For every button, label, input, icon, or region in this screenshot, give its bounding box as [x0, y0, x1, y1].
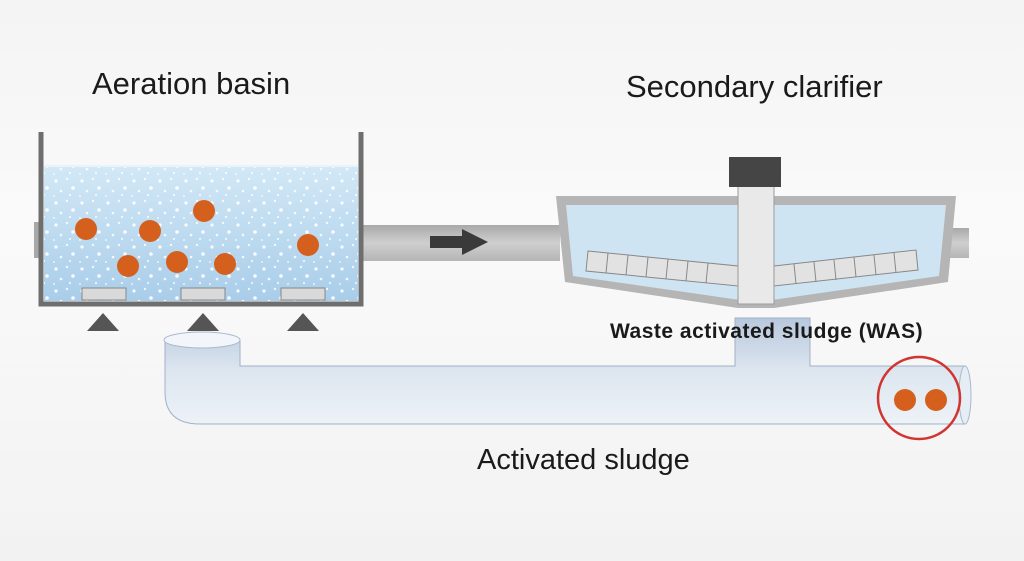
was-highlight: [876, 355, 962, 441]
sludge-floc: [117, 255, 139, 277]
highlight-circle: [876, 355, 962, 441]
secondary-clarifier-label: Secondary clarifier: [626, 69, 883, 104]
center-shaft: [737, 185, 775, 305]
secondary-clarifier: [556, 157, 956, 308]
scraper-arm-right: [773, 249, 919, 287]
sludge-floc: [166, 251, 188, 273]
activated-sludge-label: Activated sludge: [477, 444, 690, 476]
return-sludge-pipe: [163, 317, 972, 425]
triangle-support-icon: [187, 313, 219, 331]
diffuser-plate: [81, 287, 127, 301]
sludge-floc: [894, 389, 916, 411]
drive-motor: [729, 157, 781, 187]
diffuser-plate: [280, 287, 326, 301]
sludge-floc: [925, 389, 947, 411]
diffuser-plate: [180, 287, 226, 301]
sludge-floc: [139, 220, 161, 242]
triangle-support-icon: [87, 313, 119, 331]
sludge-floc: [75, 218, 97, 240]
waste-activated-sludge-label: Waste activated sludge (WAS): [610, 320, 924, 343]
sludge-floc: [214, 253, 236, 275]
arrow-right-icon: [430, 229, 488, 255]
transfer-pipe: [360, 225, 969, 261]
sludge-floc: [193, 200, 215, 222]
aeration-basin: [38, 132, 364, 307]
inlet-pipe: [34, 222, 42, 258]
aeration-basin-label: Aeration basin: [92, 66, 291, 101]
triangle-support-icon: [287, 313, 319, 331]
sludge-floc: [297, 234, 319, 256]
